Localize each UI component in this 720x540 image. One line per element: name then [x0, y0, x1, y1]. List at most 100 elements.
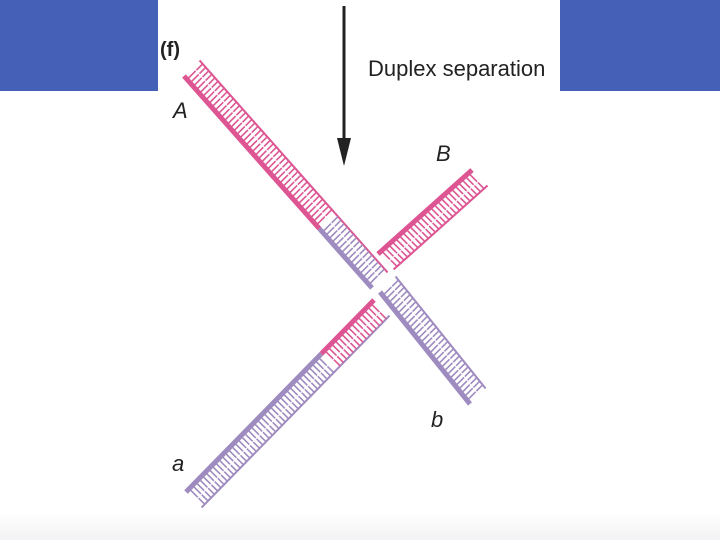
base-pair-rung — [217, 458, 228, 469]
base-pair-rung — [297, 195, 307, 205]
strand-A-duplex — [182, 59, 389, 290]
base-pair-rung — [252, 441, 261, 449]
base-pair-rung — [331, 233, 341, 244]
base-pair-rung — [350, 322, 361, 333]
base-pair-rung — [278, 157, 287, 165]
base-pair-rung — [337, 336, 347, 347]
base-pair-rung — [397, 253, 405, 261]
base-pair-rung — [254, 146, 264, 157]
base-pair-rung — [263, 157, 274, 167]
base-pair-rung — [393, 256, 402, 264]
base-pair-rung — [241, 115, 250, 123]
base-pair-rung — [414, 326, 424, 336]
base-pair-rung — [452, 355, 460, 363]
base-pair-rung — [393, 300, 404, 311]
base-pair-rung — [447, 191, 457, 201]
base-pair-rung — [294, 191, 304, 202]
base-pair-rung — [467, 373, 475, 381]
base-pair-rung — [340, 226, 348, 234]
base-pair-rung — [426, 209, 436, 220]
base-pair-rung — [402, 311, 413, 322]
base-pair-rung — [244, 136, 255, 146]
base-pair-rung — [343, 329, 354, 340]
base-pair-rung — [400, 290, 408, 298]
base-pair-rung — [320, 372, 328, 380]
base-pair-rung — [263, 139, 271, 148]
base-pair-rung — [294, 174, 302, 182]
base-pair-rung — [235, 108, 244, 116]
base-pair-rung — [428, 344, 439, 354]
base-pair-rung — [262, 431, 270, 440]
base-pair-rung — [275, 170, 286, 181]
base-pair-rung — [318, 202, 327, 210]
base-pair-rung — [437, 355, 448, 365]
base-pair-rung — [191, 484, 202, 495]
base-pair-rung — [236, 457, 245, 466]
strand-b-duplex — [378, 275, 487, 406]
base-pair-rung — [371, 261, 379, 269]
base-pair-rung — [377, 268, 386, 276]
base-pair-rung — [397, 286, 405, 295]
base-pair-rung — [211, 80, 219, 89]
base-pair-rung — [362, 268, 372, 279]
base-pair-rung — [362, 250, 370, 259]
base-pair-rung — [281, 160, 290, 168]
backbone-rail — [317, 226, 374, 290]
base-pair-rung — [466, 391, 477, 401]
base-pair-rung — [325, 209, 333, 217]
base-pair-rung — [288, 405, 296, 413]
base-pair-rung — [248, 139, 258, 150]
base-pair-rung — [460, 384, 471, 394]
base-pair-rung — [394, 283, 402, 291]
base-pair-rung — [428, 225, 436, 233]
base-pair-rung — [391, 279, 400, 287]
base-pair-rung — [226, 98, 234, 106]
base-pair-rung — [186, 70, 197, 81]
base-pair-rung — [419, 216, 429, 226]
base-pair-rung — [387, 244, 398, 254]
base-pair-rung — [272, 150, 281, 158]
base-pair-rung — [429, 206, 440, 217]
base-pair-rung — [404, 247, 412, 255]
base-pair-rung — [365, 271, 375, 282]
base-pair-rung — [443, 344, 452, 352]
base-pair-rung — [268, 425, 277, 433]
base-pair-rung — [284, 181, 295, 192]
base-pair-rung — [334, 219, 342, 227]
base-pair-rung — [312, 212, 323, 223]
base-pair-rung — [298, 376, 308, 386]
base-pair-rung — [355, 261, 366, 272]
base-pair-rung — [440, 197, 450, 208]
base-pair-rung — [349, 342, 358, 350]
base-pair-rung — [352, 240, 361, 248]
base-pair-rung — [201, 87, 212, 98]
base-pair-rung — [449, 351, 458, 360]
base-pair-rung — [251, 125, 259, 134]
base-pair-rung — [208, 77, 216, 85]
base-pair-rung — [300, 198, 311, 209]
base-pair-rung — [317, 356, 328, 367]
base-pair-rung — [303, 184, 311, 193]
base-pair-rung — [352, 257, 363, 268]
base-pair-rung — [214, 84, 222, 92]
base-pair-rung — [390, 259, 398, 268]
base-pair-rung — [391, 297, 401, 308]
base-pair-rung — [411, 322, 422, 333]
base-pair-rung — [456, 200, 464, 208]
base-pair-rung — [336, 355, 345, 364]
slide-header-band-left — [0, 0, 158, 91]
base-pair-rung — [449, 369, 459, 380]
base-pair-rung — [420, 315, 429, 323]
base-pair-rung — [464, 175, 475, 186]
base-pair-rung — [379, 312, 387, 320]
strand-label-B: B — [436, 141, 451, 166]
base-pair-rung — [405, 315, 416, 326]
base-pair-rung — [223, 471, 232, 479]
slide-side-area — [560, 91, 720, 540]
base-pair-rung — [458, 362, 466, 370]
base-pair-rung — [464, 369, 472, 378]
base-pair-rung — [408, 319, 419, 329]
base-pair-rung — [314, 378, 322, 387]
base-pair-rung — [207, 468, 218, 479]
base-pair-rung — [360, 312, 370, 323]
